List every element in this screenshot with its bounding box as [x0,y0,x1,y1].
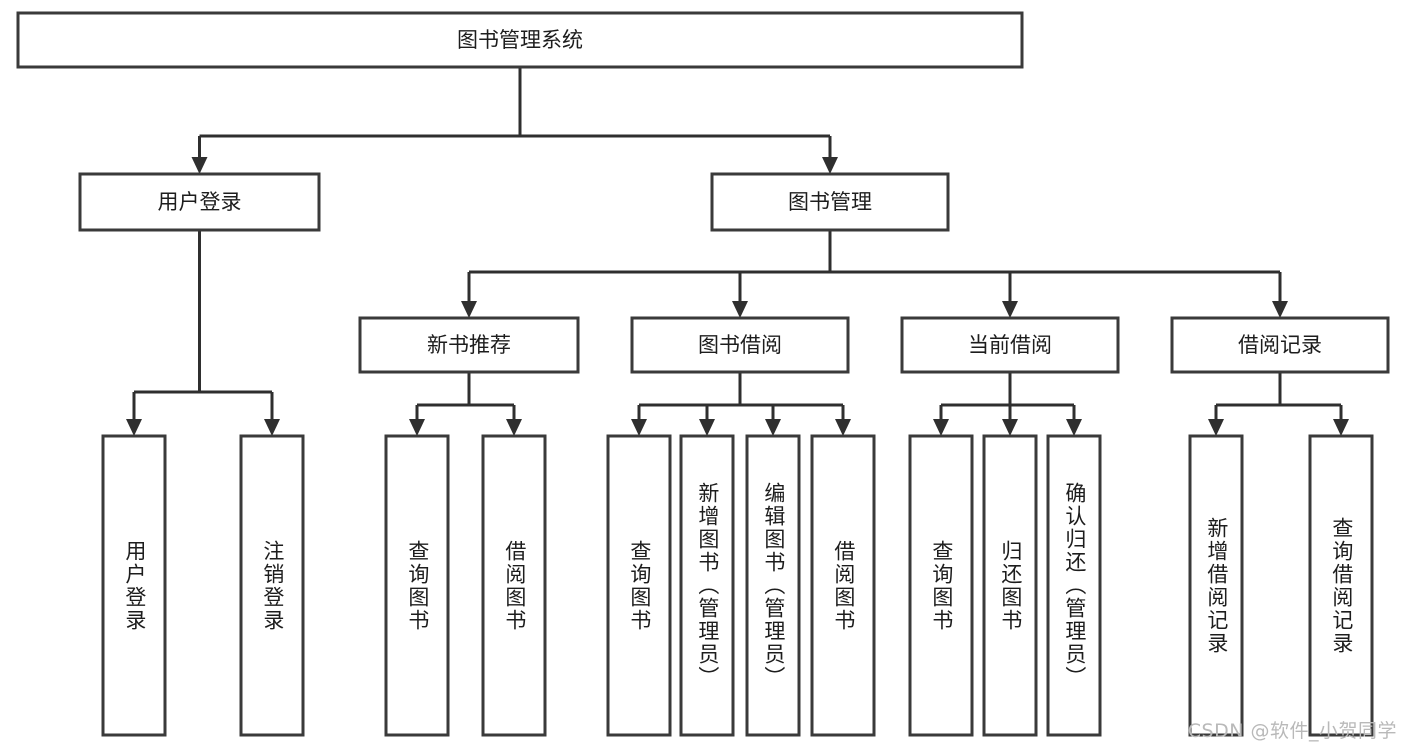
connector-layer [126,67,1349,436]
arrow-head-icon [699,419,715,436]
node-label-book-manage: 图书管理 [788,190,872,214]
arrow-head-icon [126,419,142,436]
node-box-leaf-return-book [982,434,1038,737]
arrow-head-icon [1002,419,1018,436]
node-box-leaf-query-book-3 [908,434,974,737]
arrow-head-icon [264,419,280,436]
arrow-head-icon [822,157,838,174]
node-label-user-login: 用户登录 [158,190,242,214]
node-label-root: 图书管理系统 [457,28,583,52]
node-box-user-login [78,172,321,232]
arrow-head-icon [1066,419,1082,436]
arrow-head-icon [461,301,477,318]
node-box-leaf-query-book-1 [384,434,450,737]
node-box-root [16,11,1024,69]
node-box-current-borrow [900,316,1120,374]
node-box-leaf-confirm-return [1046,434,1102,737]
node-box-leaf-user-login [101,434,167,737]
node-box-leaf-add-book [679,434,735,737]
node-box-leaf-query-record [1308,434,1374,737]
node-box-leaf-borrow-book-1 [481,434,547,737]
watermark-text: CSDN @软件_小贺同学 [1187,720,1397,742]
node-box-leaf-user-logout [239,434,305,737]
arrow-head-icon [409,419,425,436]
arrow-head-icon [1208,419,1224,436]
node-box-borrow-record [1170,316,1390,374]
node-box-book-borrow [630,316,850,374]
arrow-head-icon [1272,301,1288,318]
node-box-leaf-add-record [1188,434,1244,737]
arrow-head-icon [631,419,647,436]
node-box-leaf-borrow-book-2 [810,434,876,737]
arrow-head-icon [765,419,781,436]
arrow-head-icon [732,301,748,318]
node-label-current-borrow: 当前借阅 [968,333,1052,357]
arrow-head-icon [835,419,851,436]
node-box-book-manage [710,172,950,232]
arrow-head-icon [506,419,522,436]
node-label-borrow-record: 借阅记录 [1238,333,1322,357]
node-label-new-book-recommend: 新书推荐 [427,333,511,357]
node-box-new-book-recommend [358,316,580,374]
node-label-book-borrow: 图书借阅 [698,333,782,357]
arrow-head-icon [1333,419,1349,436]
arrow-head-icon [933,419,949,436]
node-box-leaf-edit-book [745,434,801,737]
arrow-head-icon [191,157,208,174]
node-box-leaf-query-book-2 [606,434,672,737]
arrow-head-icon [1002,301,1018,318]
